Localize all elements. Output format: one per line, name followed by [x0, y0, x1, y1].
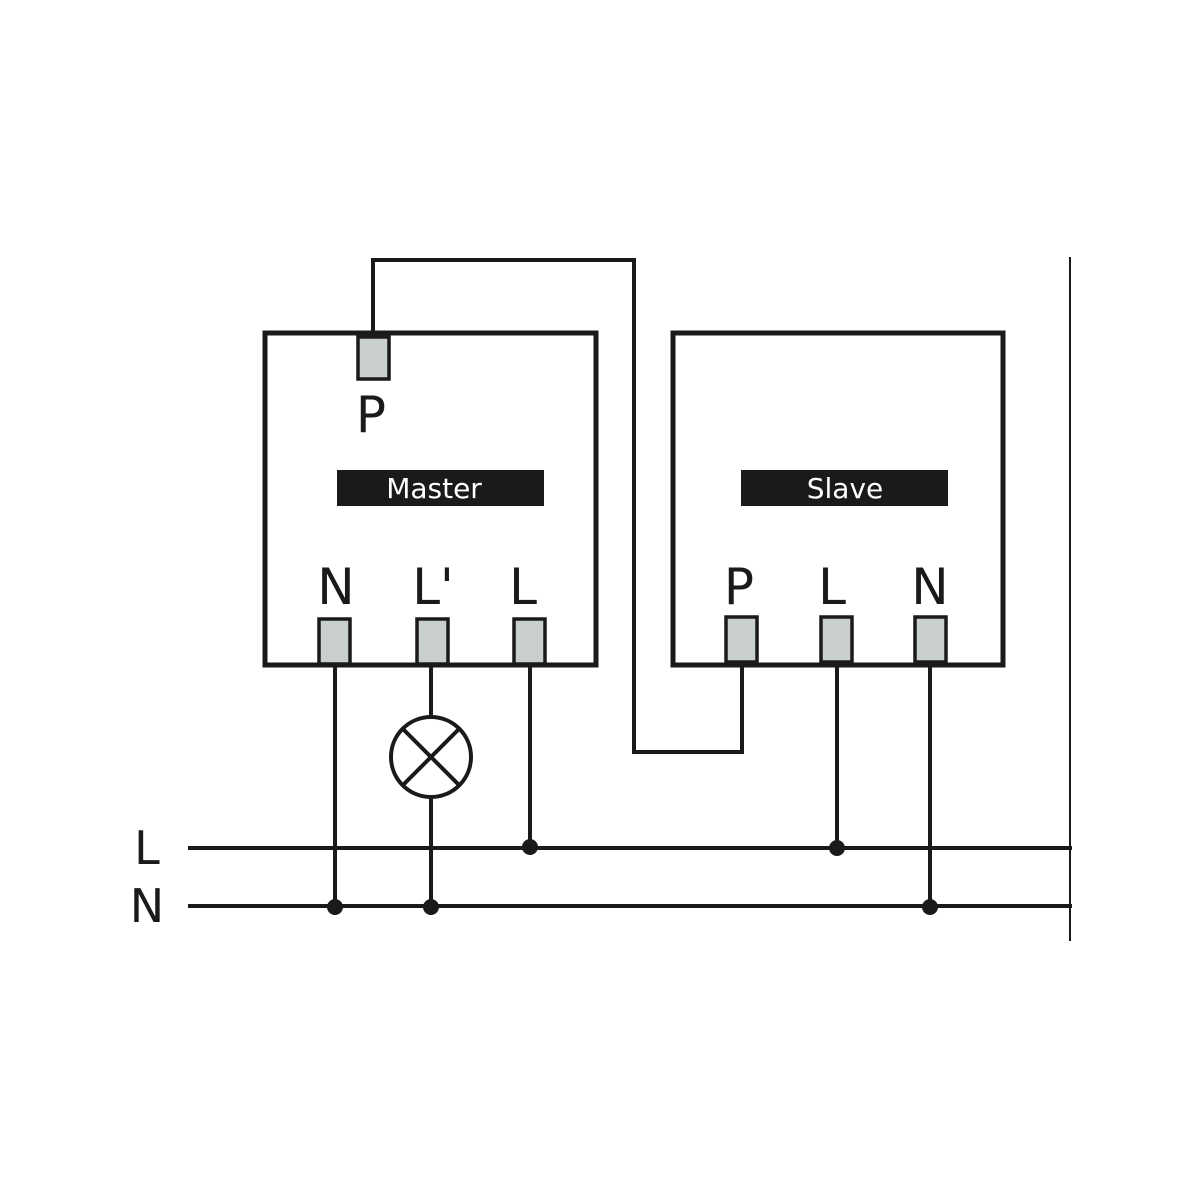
slave-label-l: L — [818, 558, 846, 616]
master-label-l: L — [509, 558, 537, 616]
master-name-bar — [337, 470, 544, 506]
mains-label-n: N — [130, 879, 164, 933]
junction-dot — [922, 899, 938, 915]
junction-dot — [423, 899, 439, 915]
slave-terminal-p — [724, 615, 759, 664]
junction-dot — [327, 899, 343, 915]
junction-dot — [522, 839, 538, 855]
master-label-n: N — [317, 558, 354, 616]
master-label-l-prime: L' — [412, 558, 454, 616]
master-terminal-n — [317, 617, 352, 666]
slave-label-n: N — [911, 558, 948, 616]
slave-terminal-l — [819, 615, 854, 664]
slave-label-p: P — [724, 558, 754, 616]
master-terminal-l — [512, 617, 547, 666]
master-terminal-l-prime — [415, 617, 450, 666]
master-name: Master — [386, 472, 482, 505]
master-terminal-p — [356, 335, 391, 381]
junction-dot — [829, 840, 845, 856]
slave-terminal-n — [913, 615, 948, 664]
slave-name-bar — [741, 470, 948, 506]
pilot-wire — [371, 258, 744, 754]
slave-name: Slave — [807, 472, 884, 505]
master-label-p: P — [356, 386, 386, 444]
mains-label-l: L — [134, 821, 160, 875]
lamp-icon — [389, 715, 473, 799]
